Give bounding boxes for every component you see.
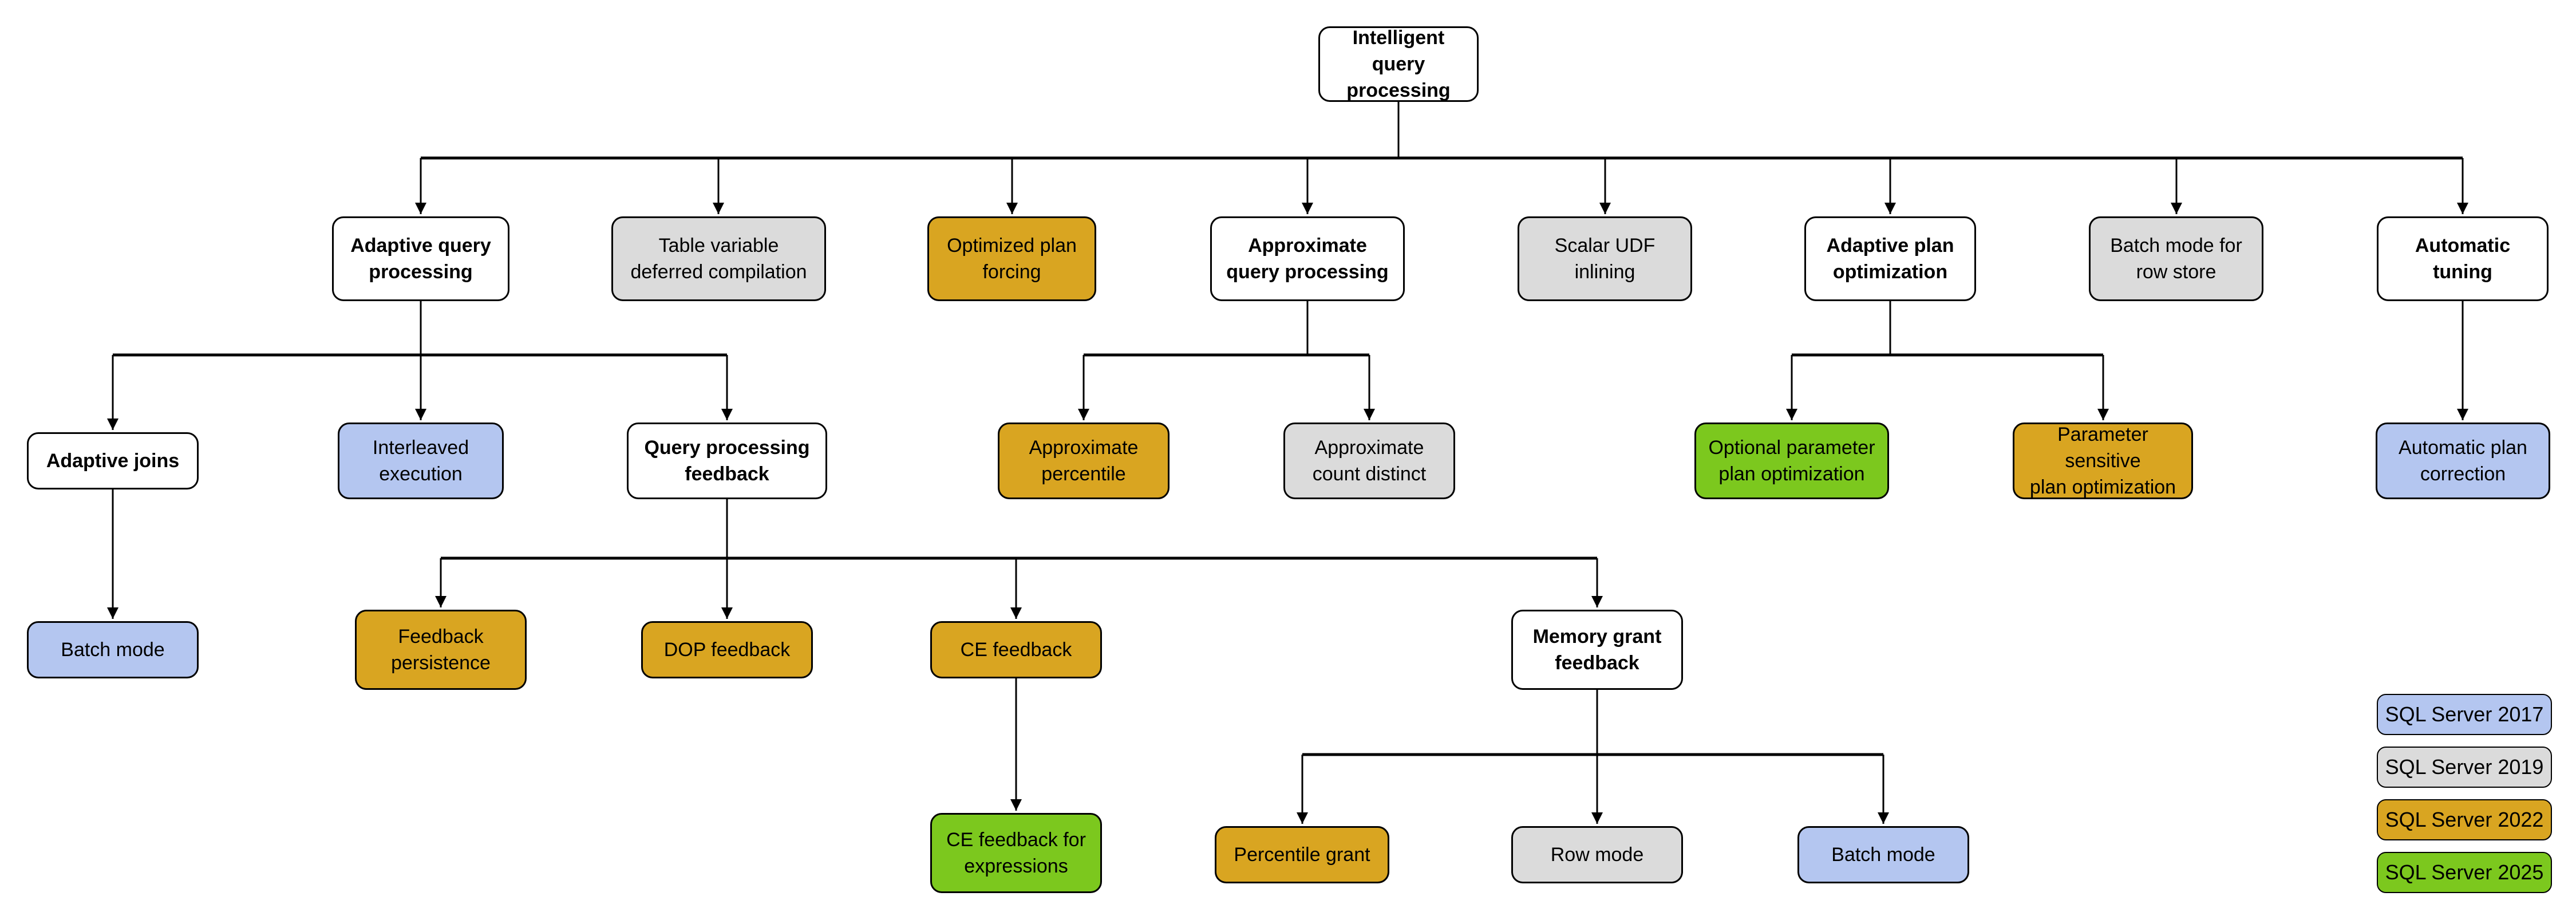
- node-dop-feedback: DOP feedback: [641, 621, 813, 678]
- node-optional-parameter-plan-optimization: Optional parameter plan optimization: [1694, 423, 1889, 499]
- legend-item-sql-server-2019: SQL Server 2019: [2377, 747, 2552, 788]
- node-adaptive-joins: Adaptive joins: [27, 432, 199, 489]
- legend-item-sql-server-2025: SQL Server 2025: [2377, 852, 2552, 893]
- node-batch-mode-memory-grant: Batch mode: [1797, 826, 1969, 883]
- legend-item-sql-server-2022: SQL Server 2022: [2377, 799, 2552, 840]
- node-row-mode: Row mode: [1511, 826, 1683, 883]
- node-adaptive-plan-optimization: Adaptive plan optimization: [1804, 216, 1976, 301]
- node-query-processing-feedback: Query processing feedback: [627, 423, 827, 499]
- legend-item-sql-server-2017: SQL Server 2017: [2377, 694, 2552, 735]
- node-adaptive-query-processing: Adaptive query processing: [332, 216, 509, 301]
- node-ce-feedback: CE feedback: [930, 621, 1102, 678]
- node-scalar-udf-inlining: Scalar UDF inlining: [1518, 216, 1692, 301]
- node-feedback-persistence: Feedback persistence: [355, 610, 527, 690]
- node-batch-mode-adaptive-joins: Batch mode: [27, 621, 199, 678]
- node-percentile-grant: Percentile grant: [1215, 826, 1389, 883]
- node-table-variable-deferred-compilation: Table variable deferred compilation: [611, 216, 826, 301]
- node-optimized-plan-forcing: Optimized plan forcing: [927, 216, 1096, 301]
- node-interleaved-execution: Interleaved execution: [338, 423, 504, 499]
- node-ce-feedback-for-expressions: CE feedback for expressions: [930, 813, 1102, 893]
- node-memory-grant-feedback: Memory grant feedback: [1511, 610, 1683, 690]
- node-automatic-tuning: Automatic tuning: [2377, 216, 2549, 301]
- node-automatic-plan-correction: Automatic plan correction: [2376, 423, 2550, 499]
- node-parameter-sensitive-plan-optimization: Parameter sensitive plan optimization: [2013, 423, 2193, 499]
- node-approximate-count-distinct: Approximate count distinct: [1283, 423, 1455, 499]
- node-approximate-query-processing: Approximate query processing: [1210, 216, 1405, 301]
- node-intelligent-query-processing: Intelligent query processing: [1318, 26, 1479, 102]
- node-batch-mode-for-row-store: Batch mode for row store: [2089, 216, 2263, 301]
- node-approximate-percentile: Approximate percentile: [998, 423, 1170, 499]
